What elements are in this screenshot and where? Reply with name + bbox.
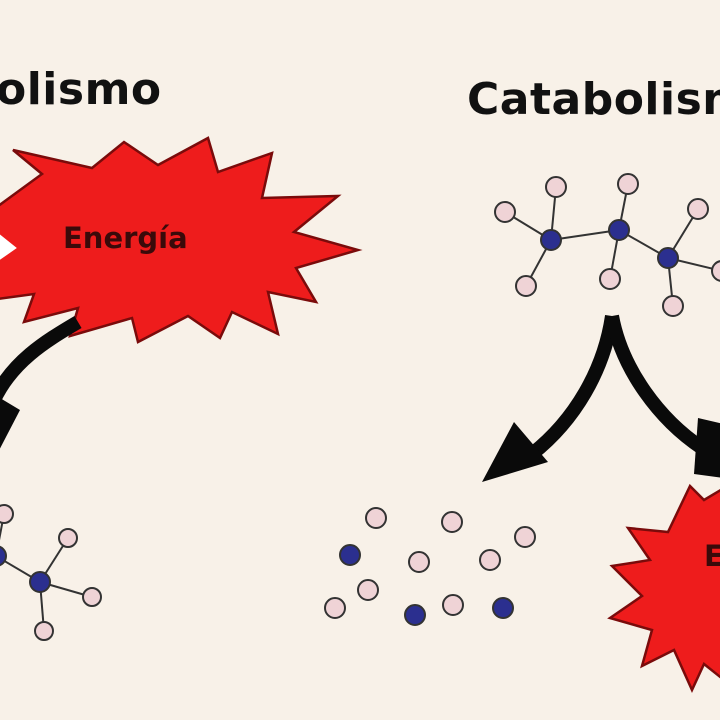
atom-light — [494, 201, 516, 223]
atom-light — [479, 549, 501, 571]
incoming-arrow-icon — [0, 234, 17, 260]
split-arrow-right — [482, 314, 720, 482]
heading-catabolismo: Catabolism — [467, 74, 720, 125]
atom-dark — [339, 544, 361, 566]
atom-light — [58, 528, 78, 548]
atom-light — [0, 504, 14, 524]
atom-light — [711, 260, 720, 282]
atom-light — [82, 587, 102, 607]
arrow-head-left-icon — [482, 422, 548, 482]
scattered-atoms — [324, 507, 536, 626]
atom-light — [515, 275, 537, 297]
atom-dark — [657, 247, 679, 269]
atom-dark — [0, 545, 7, 567]
atom-dark — [492, 597, 514, 619]
atom-light — [357, 579, 379, 601]
energy-burst-right: E — [607, 483, 720, 694]
energy-label-right: E — [704, 539, 720, 573]
atom-light — [617, 173, 639, 195]
atom-dark — [540, 229, 562, 251]
molecule-right — [494, 173, 720, 317]
atom-dark — [29, 571, 51, 593]
atom-light — [599, 268, 621, 290]
curved-arrow-left — [0, 315, 82, 449]
atom-dark — [608, 219, 630, 241]
atom-light — [324, 597, 346, 619]
atom-light — [442, 594, 464, 616]
heading-anabolismo: olismo — [0, 64, 162, 115]
atom-light — [514, 526, 536, 548]
starburst-icon — [607, 483, 720, 694]
molecule-left-bonds — [0, 513, 93, 632]
atom-dark — [404, 604, 426, 626]
molecule-left — [0, 504, 102, 641]
atom-light — [441, 511, 463, 533]
arrow-head-right-icon — [694, 418, 720, 478]
energy-burst-left: Energía — [0, 136, 363, 344]
energy-label-left: Energía — [63, 221, 188, 255]
atom-light — [365, 507, 387, 529]
atom-light — [545, 176, 567, 198]
atom-light — [408, 551, 430, 573]
atom-light — [34, 621, 54, 641]
atom-light — [687, 198, 709, 220]
atom-light — [662, 295, 684, 317]
